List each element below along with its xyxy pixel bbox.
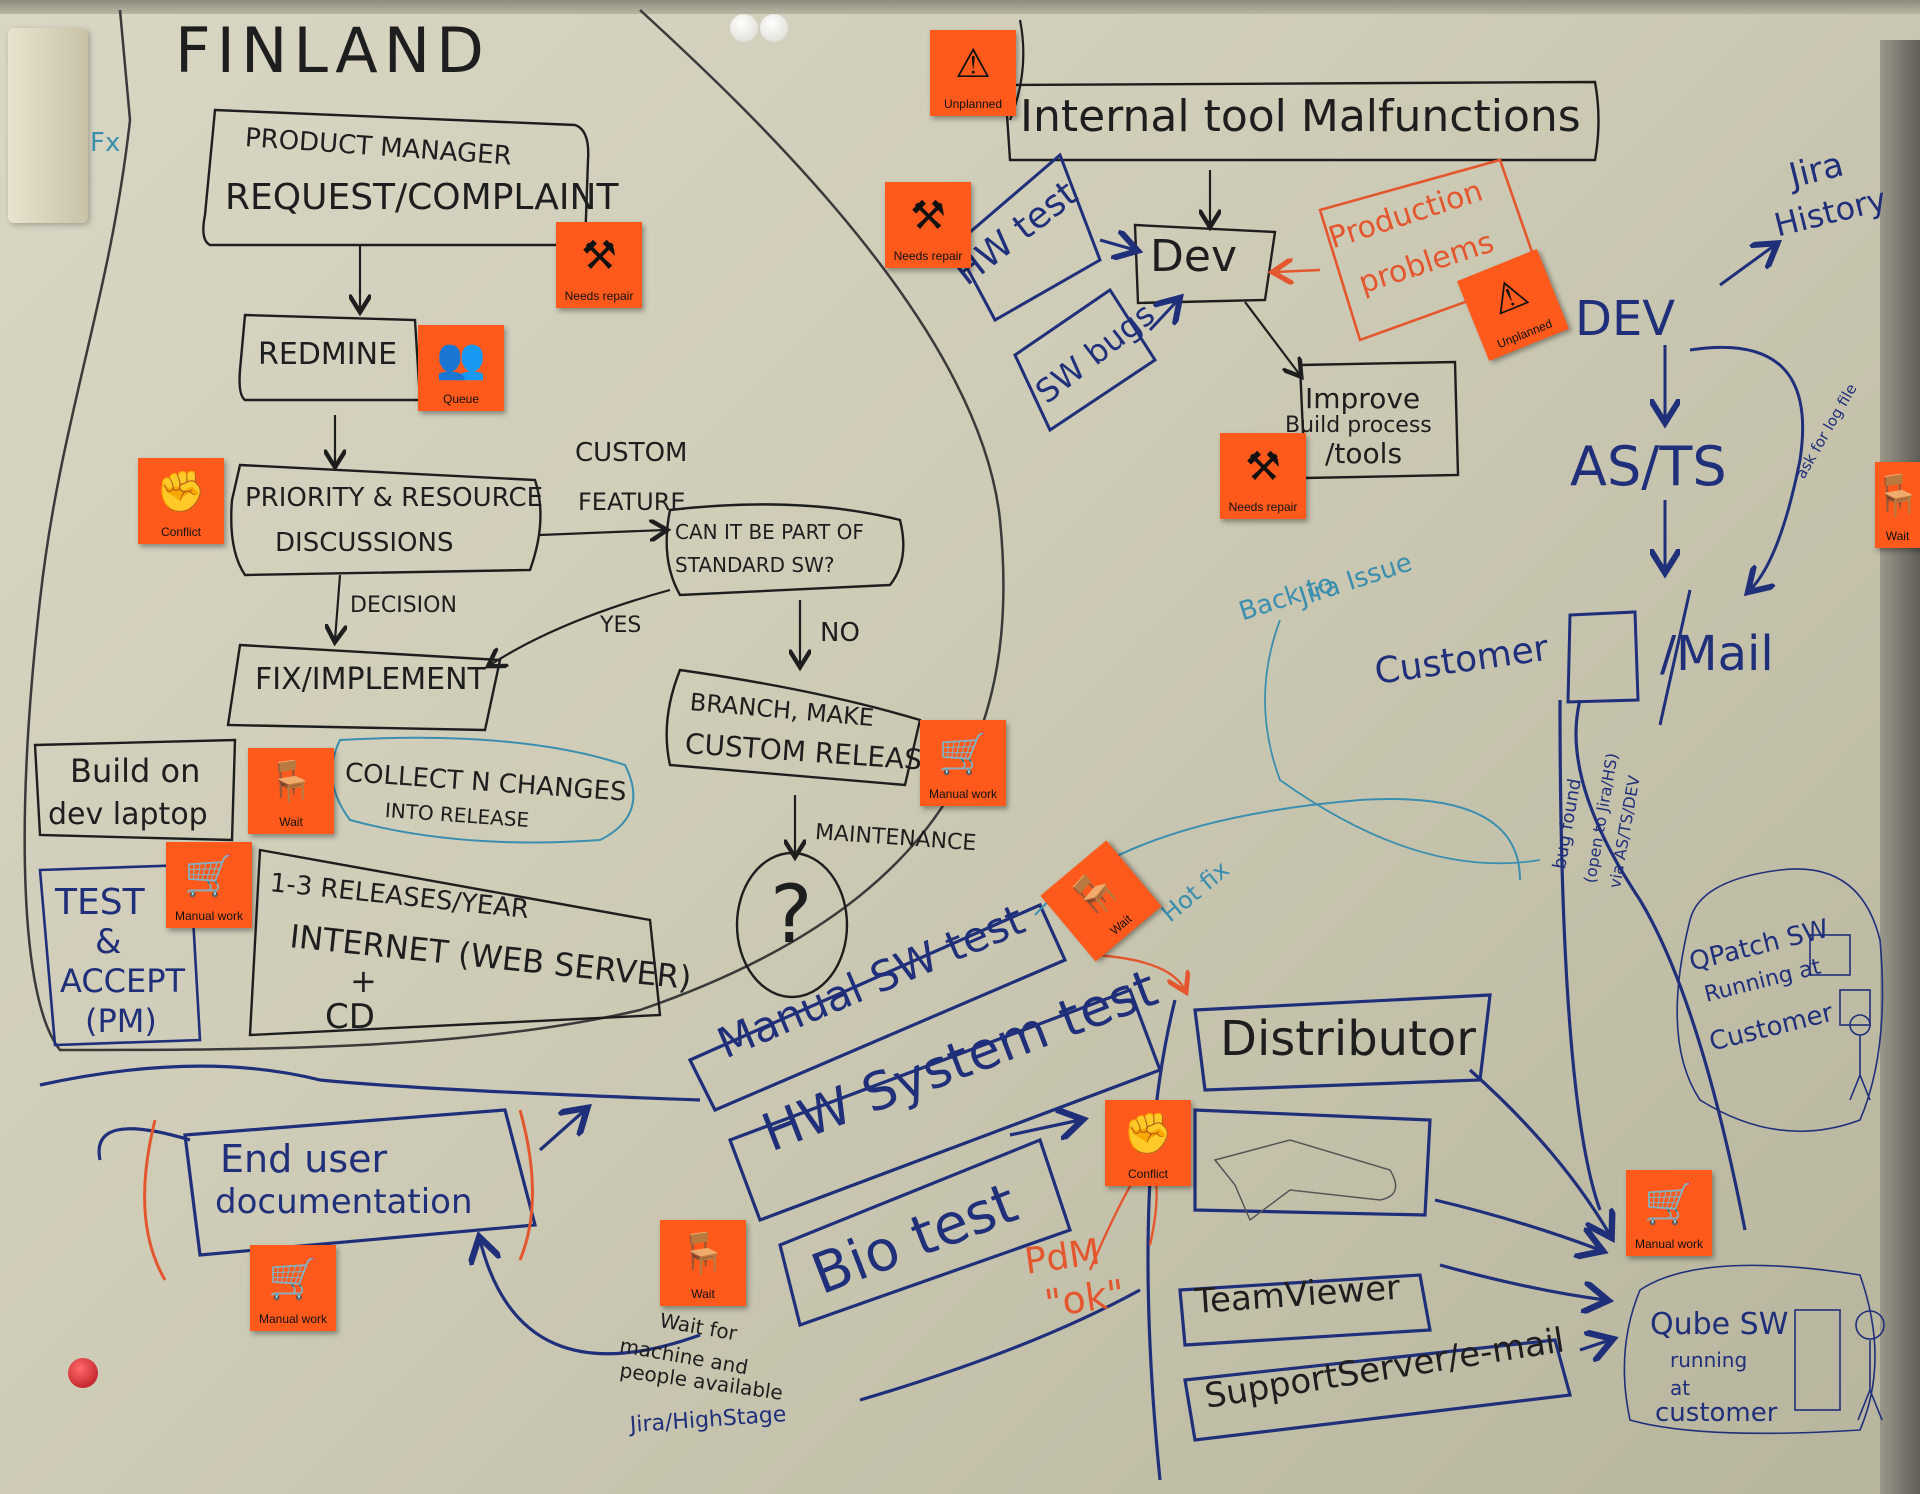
standard-question-2: STANDARD SW? [675, 553, 835, 577]
sticky-label: Unplanned [943, 97, 1003, 111]
plus-text: + [350, 962, 377, 1000]
build-text-2: dev laptop [48, 797, 208, 832]
wrench-screwdriver-icon: ⚒ [910, 192, 946, 239]
sticky-label: Wait [279, 815, 303, 829]
people-queue-icon: 👥 [436, 335, 486, 382]
standard-question-1: CAN IT BE PART OF [675, 520, 864, 544]
sticky-label: Conflict [1127, 1167, 1168, 1181]
improve-text-3: /tools [1325, 437, 1403, 470]
person-waiting-icon: 🪑 [678, 1230, 728, 1277]
wrench-screwdriver-icon: ⚒ [1245, 443, 1281, 490]
fx-mark: Fx [90, 128, 121, 158]
sticky-conflict-priority[interactable]: ✊ Conflict [138, 458, 224, 544]
sticky-label: Needs repair [1228, 500, 1298, 514]
test-text-1: TEST [55, 882, 145, 923]
dev-box-text: Dev [1150, 231, 1237, 282]
redmine-text: REDMINE [258, 337, 398, 372]
feature-text: FEATURE [578, 488, 686, 516]
test-text-2: & [95, 922, 122, 962]
qube-text-4: customer [1655, 1398, 1778, 1428]
improve-text-2: Build process [1285, 413, 1432, 438]
sticky-needs-repair-hw[interactable]: ⚒ Needs repair [885, 182, 971, 268]
documentation-text: documentation [215, 1182, 473, 1222]
hand-truck-icon: 🛒 [1644, 1180, 1694, 1227]
sticky-label: Queue [442, 392, 480, 406]
whiteboard-eraser [8, 28, 88, 223]
mail-text: /Mail [1660, 626, 1774, 682]
board-title: FINLAND [175, 14, 490, 87]
custom-text: CUSTOM [575, 438, 688, 468]
priority-text: PRIORITY & RESOURCE [245, 483, 544, 513]
pdm-text: PdM [1022, 1231, 1103, 1283]
sticky-label: Wait [1885, 529, 1910, 543]
sticky-label: Manual work [1634, 1237, 1704, 1251]
sticky-label: Wait [691, 1287, 715, 1301]
distributor-text: Distributor [1220, 1011, 1477, 1067]
pdm-ok-text: "ok" [1041, 1271, 1128, 1326]
red-magnet [68, 1358, 98, 1388]
sticky-label: Needs repair [893, 249, 963, 263]
sticky-manual-branch[interactable]: 🛒 Manual work [920, 720, 1006, 806]
sticky-label: Conflict [160, 525, 201, 539]
sticky-manual-test[interactable]: 🛒 Manual work [166, 842, 252, 928]
question-mark: ? [770, 868, 813, 961]
fix-implement-text: FIX/IMPLEMENT [255, 662, 486, 697]
as-ts-text: AS/TS [1570, 435, 1727, 498]
decision-text: DECISION [350, 593, 457, 618]
sticky-needs-repair-improve[interactable]: ⚒ Needs repair [1220, 433, 1306, 519]
end-user-text: End user [220, 1137, 388, 1181]
sticky-label: Manual work [928, 787, 998, 801]
sticky-wait-build[interactable]: 🪑 Wait [248, 748, 334, 834]
qube-text-3: at [1670, 1376, 1691, 1400]
person-waiting-icon: 🪑 [266, 758, 316, 805]
request-text: REQUEST/COMPLAINT [225, 177, 619, 218]
test-text-4: (PM) [85, 1002, 157, 1040]
sticky-wait-bio[interactable]: 🪑 Wait [660, 1220, 746, 1306]
qube-text-2: running [1670, 1348, 1748, 1372]
hand-truck-icon: 🛒 [184, 852, 234, 899]
whiteboard-top-frame [0, 0, 1920, 14]
conflict-icon: ✊ [1123, 1110, 1173, 1157]
dev-text: DEV [1575, 291, 1676, 347]
hand-truck-icon: 🛒 [268, 1255, 318, 1302]
sticky-label: Needs repair [564, 289, 634, 303]
sticky-label: Manual work [174, 909, 244, 923]
cd-text: CD [325, 997, 375, 1037]
hand-truck-icon: 🛒 [938, 730, 988, 777]
sticky-manual-doc[interactable]: 🛒 Manual work [250, 1245, 336, 1331]
person-falling-icon: ⚠ [1484, 268, 1535, 325]
person-falling-icon: ⚠ [955, 40, 991, 87]
sticky-needs-repair-pm[interactable]: ⚒ Needs repair [556, 222, 642, 308]
yes-text: YES [600, 613, 642, 638]
build-text-1: Build on [70, 752, 201, 790]
sticky-label: Manual work [258, 1312, 328, 1326]
qube-text-1: Qube SW [1650, 1307, 1789, 1342]
sticky-manual-qube[interactable]: 🛒 Manual work [1626, 1170, 1712, 1256]
test-text-3: ACCEPT [60, 962, 186, 1000]
improve-text-1: Improve [1305, 382, 1421, 415]
discussions-text: DISCUSSIONS [275, 528, 454, 558]
internal-tool-text: Internal tool Malfunctions [1020, 91, 1581, 142]
no-text: NO [820, 618, 860, 648]
conflict-icon: ✊ [156, 468, 206, 515]
white-magnet-left [730, 14, 758, 42]
sticky-unplanned-top[interactable]: ⚠ Unplanned [930, 30, 1016, 116]
person-waiting-icon: 🪑 [1872, 472, 1920, 519]
sticky-wait-ask[interactable]: 🪑 Wait [1872, 462, 1920, 548]
whiteboard-right-frame [1880, 40, 1920, 1494]
sticky-queue[interactable]: 👥 Queue [418, 325, 504, 411]
white-magnet-right [760, 14, 788, 42]
wrench-screwdriver-icon: ⚒ [581, 232, 617, 279]
sticky-conflict-bottom[interactable]: ✊ Conflict [1105, 1100, 1191, 1186]
